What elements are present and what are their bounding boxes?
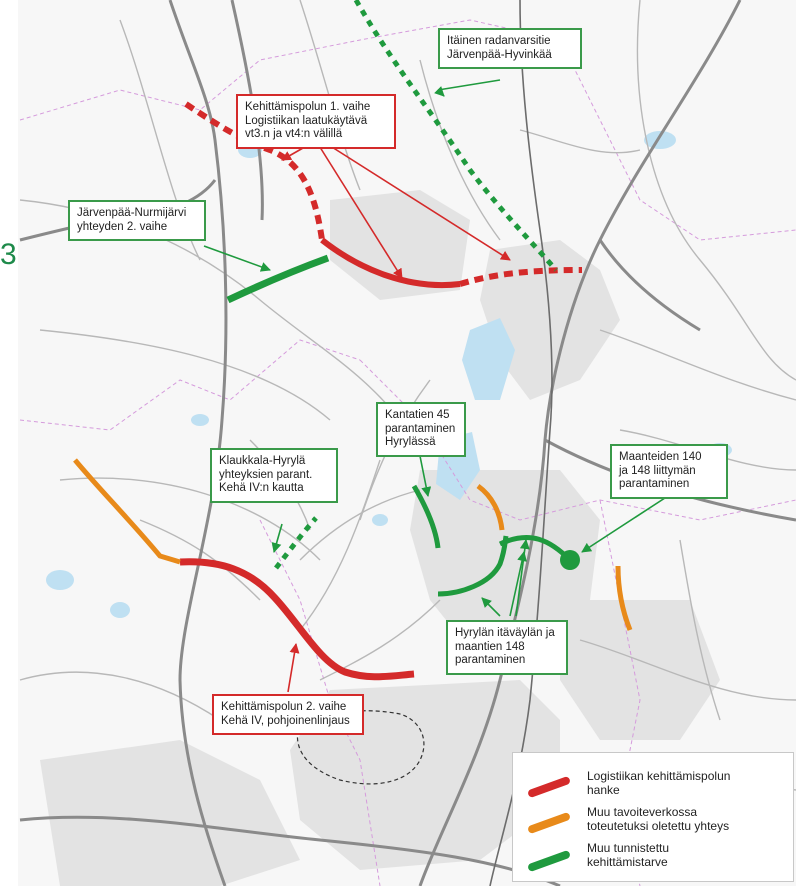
red-route-phase2 [179, 558, 415, 681]
label-kehittamispolku-1: Kehittämispolun 1. vaihe Logistiikan laa… [236, 94, 396, 149]
red-route-phase1 [184, 101, 583, 288]
red-line-icon [526, 775, 572, 799]
legend-text-orange: Muu tavoiteverkossa toteutetuksi oletett… [587, 805, 730, 833]
legend-text-green: Muu tunnistettu kehittämistarve [587, 841, 670, 869]
green-line-icon [526, 849, 572, 873]
orange-routes [73, 458, 633, 631]
junction-marker [560, 550, 580, 570]
label-jarvenpaa-nurmijarvi: Järvenpää-Nurmijärvi yhteyden 2. vaihe [68, 200, 206, 241]
label-kehittamispolku-2: Kehittämispolun 2. vaihe Kehä IV, pohjoi… [212, 694, 364, 735]
legend-text-red: Logistiikan kehittämispolun hanke [587, 769, 731, 797]
edge-page-number: 3 [0, 238, 17, 271]
red-callout-arrows [281, 141, 511, 693]
label-kantatien-45: Kantatien 45 parantaminen Hyrylässä [376, 402, 466, 457]
label-maanteiden-140-148: Maanteiden 140 ja 148 liittymän parantam… [610, 444, 728, 499]
green-callout-arrows [203, 79, 669, 617]
label-itainen-radanvarsitie: Itäinen radanvarsitie Järvenpää-Hyvinkää [438, 28, 582, 69]
legend: Logistiikan kehittämispolun hanke Muu ta… [512, 752, 794, 882]
label-klaukkala-hyryla: Klaukkala-Hyrylä yhteyksien parant. Kehä… [210, 448, 338, 503]
orange-line-icon [526, 811, 572, 835]
label-hyrylan-itavayla: Hyrylän itäväylän ja maantien 148 parant… [446, 620, 568, 675]
airport-outline [296, 710, 425, 785]
